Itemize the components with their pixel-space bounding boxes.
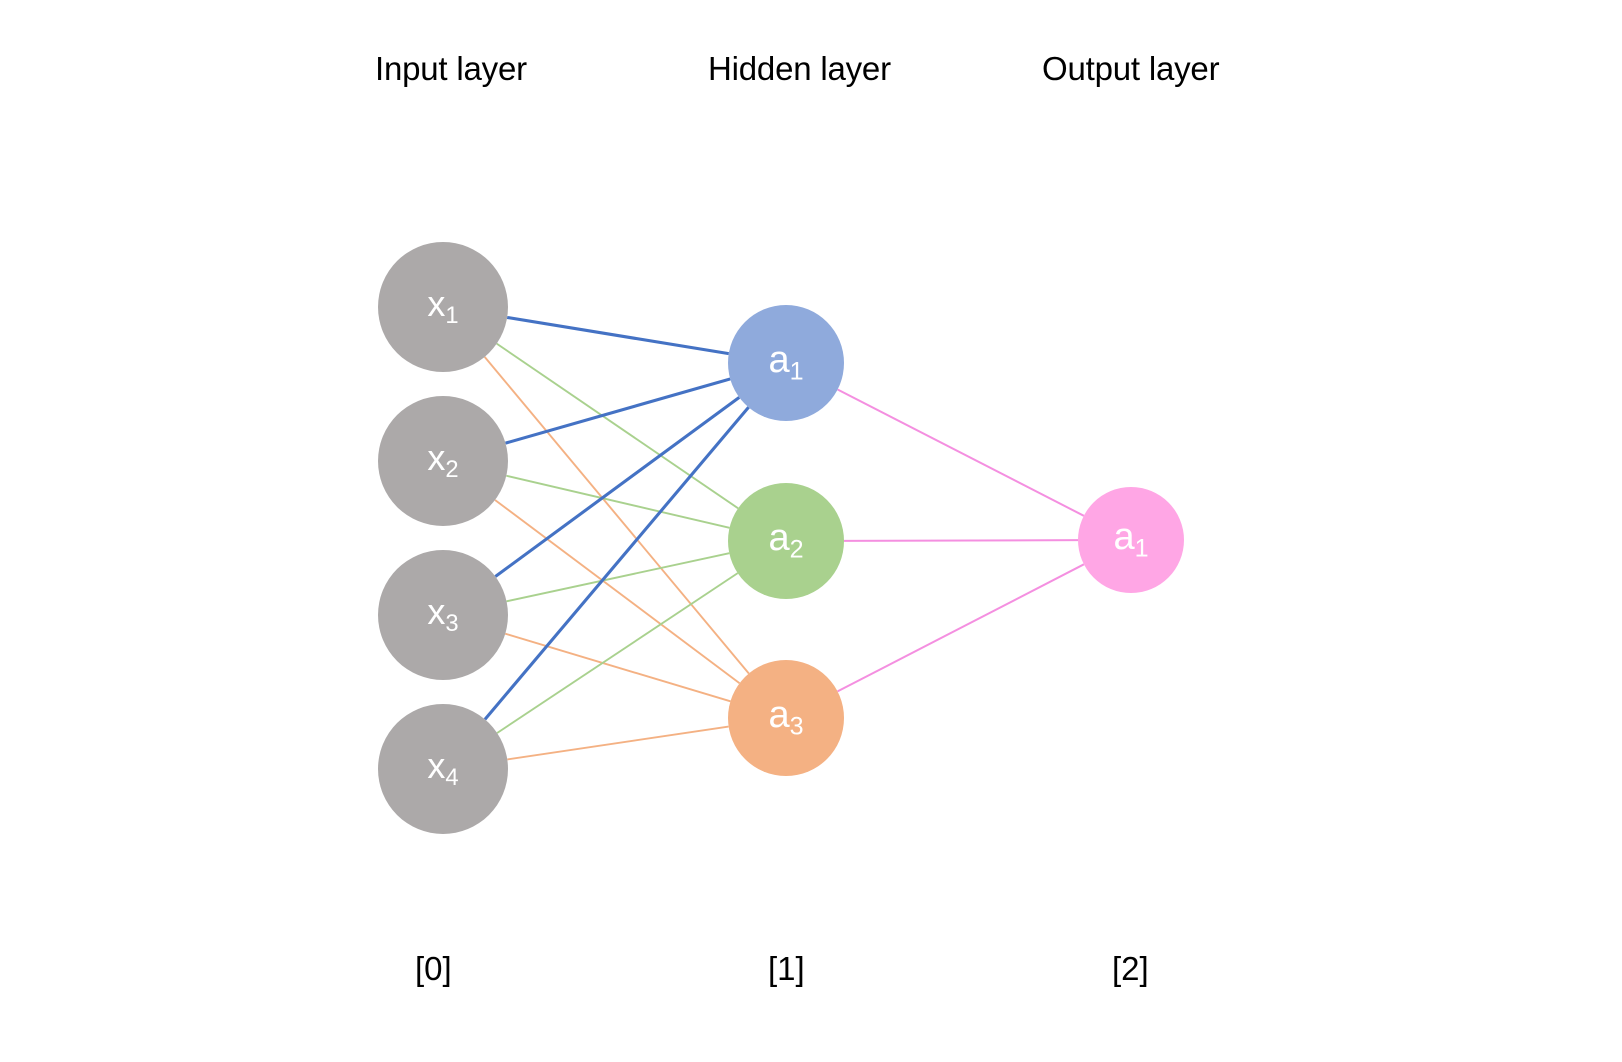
edge-x3-to-a3 xyxy=(504,632,731,703)
edge-x2-to-a2 xyxy=(506,474,730,529)
edge-x2-to-a3 xyxy=(494,499,741,684)
edge-x3-to-a1 xyxy=(494,396,741,578)
input-layer-title: Input layer xyxy=(375,50,527,87)
edge-x4-to-a3 xyxy=(507,725,729,761)
node-x2[interactable] xyxy=(378,396,508,526)
node-a3[interactable] xyxy=(728,660,844,776)
node-group xyxy=(378,242,1184,834)
node-x3[interactable] xyxy=(378,550,508,680)
edge-a3-to-o1 xyxy=(837,563,1085,693)
output-layer-index: [2] xyxy=(1112,950,1149,987)
node-x4[interactable] xyxy=(378,704,508,834)
edge-a1-to-o1 xyxy=(837,388,1085,517)
edge-x1-to-a1 xyxy=(506,315,730,356)
node-x1[interactable] xyxy=(378,242,508,372)
edge-x3-to-a2 xyxy=(506,552,730,603)
edge-x4-to-a2 xyxy=(496,572,739,734)
edge-x2-to-a1 xyxy=(505,377,731,445)
node-a1[interactable] xyxy=(728,305,844,421)
input-layer-index: [0] xyxy=(415,950,452,987)
edge-group-hidden-to-output xyxy=(837,388,1085,693)
output-layer-title: Output layer xyxy=(1042,50,1220,87)
node-a2[interactable] xyxy=(728,483,844,599)
edge-x4-to-a1 xyxy=(483,406,750,721)
edge-group-input-to-hidden xyxy=(483,315,750,761)
node-o1[interactable] xyxy=(1078,487,1184,593)
edge-x1-to-a3 xyxy=(483,356,750,675)
hidden-layer-title: Hidden layer xyxy=(708,50,891,87)
edge-a2-to-o1 xyxy=(843,539,1079,542)
edge-x1-to-a2 xyxy=(496,342,739,510)
hidden-layer-index: [1] xyxy=(768,950,805,987)
